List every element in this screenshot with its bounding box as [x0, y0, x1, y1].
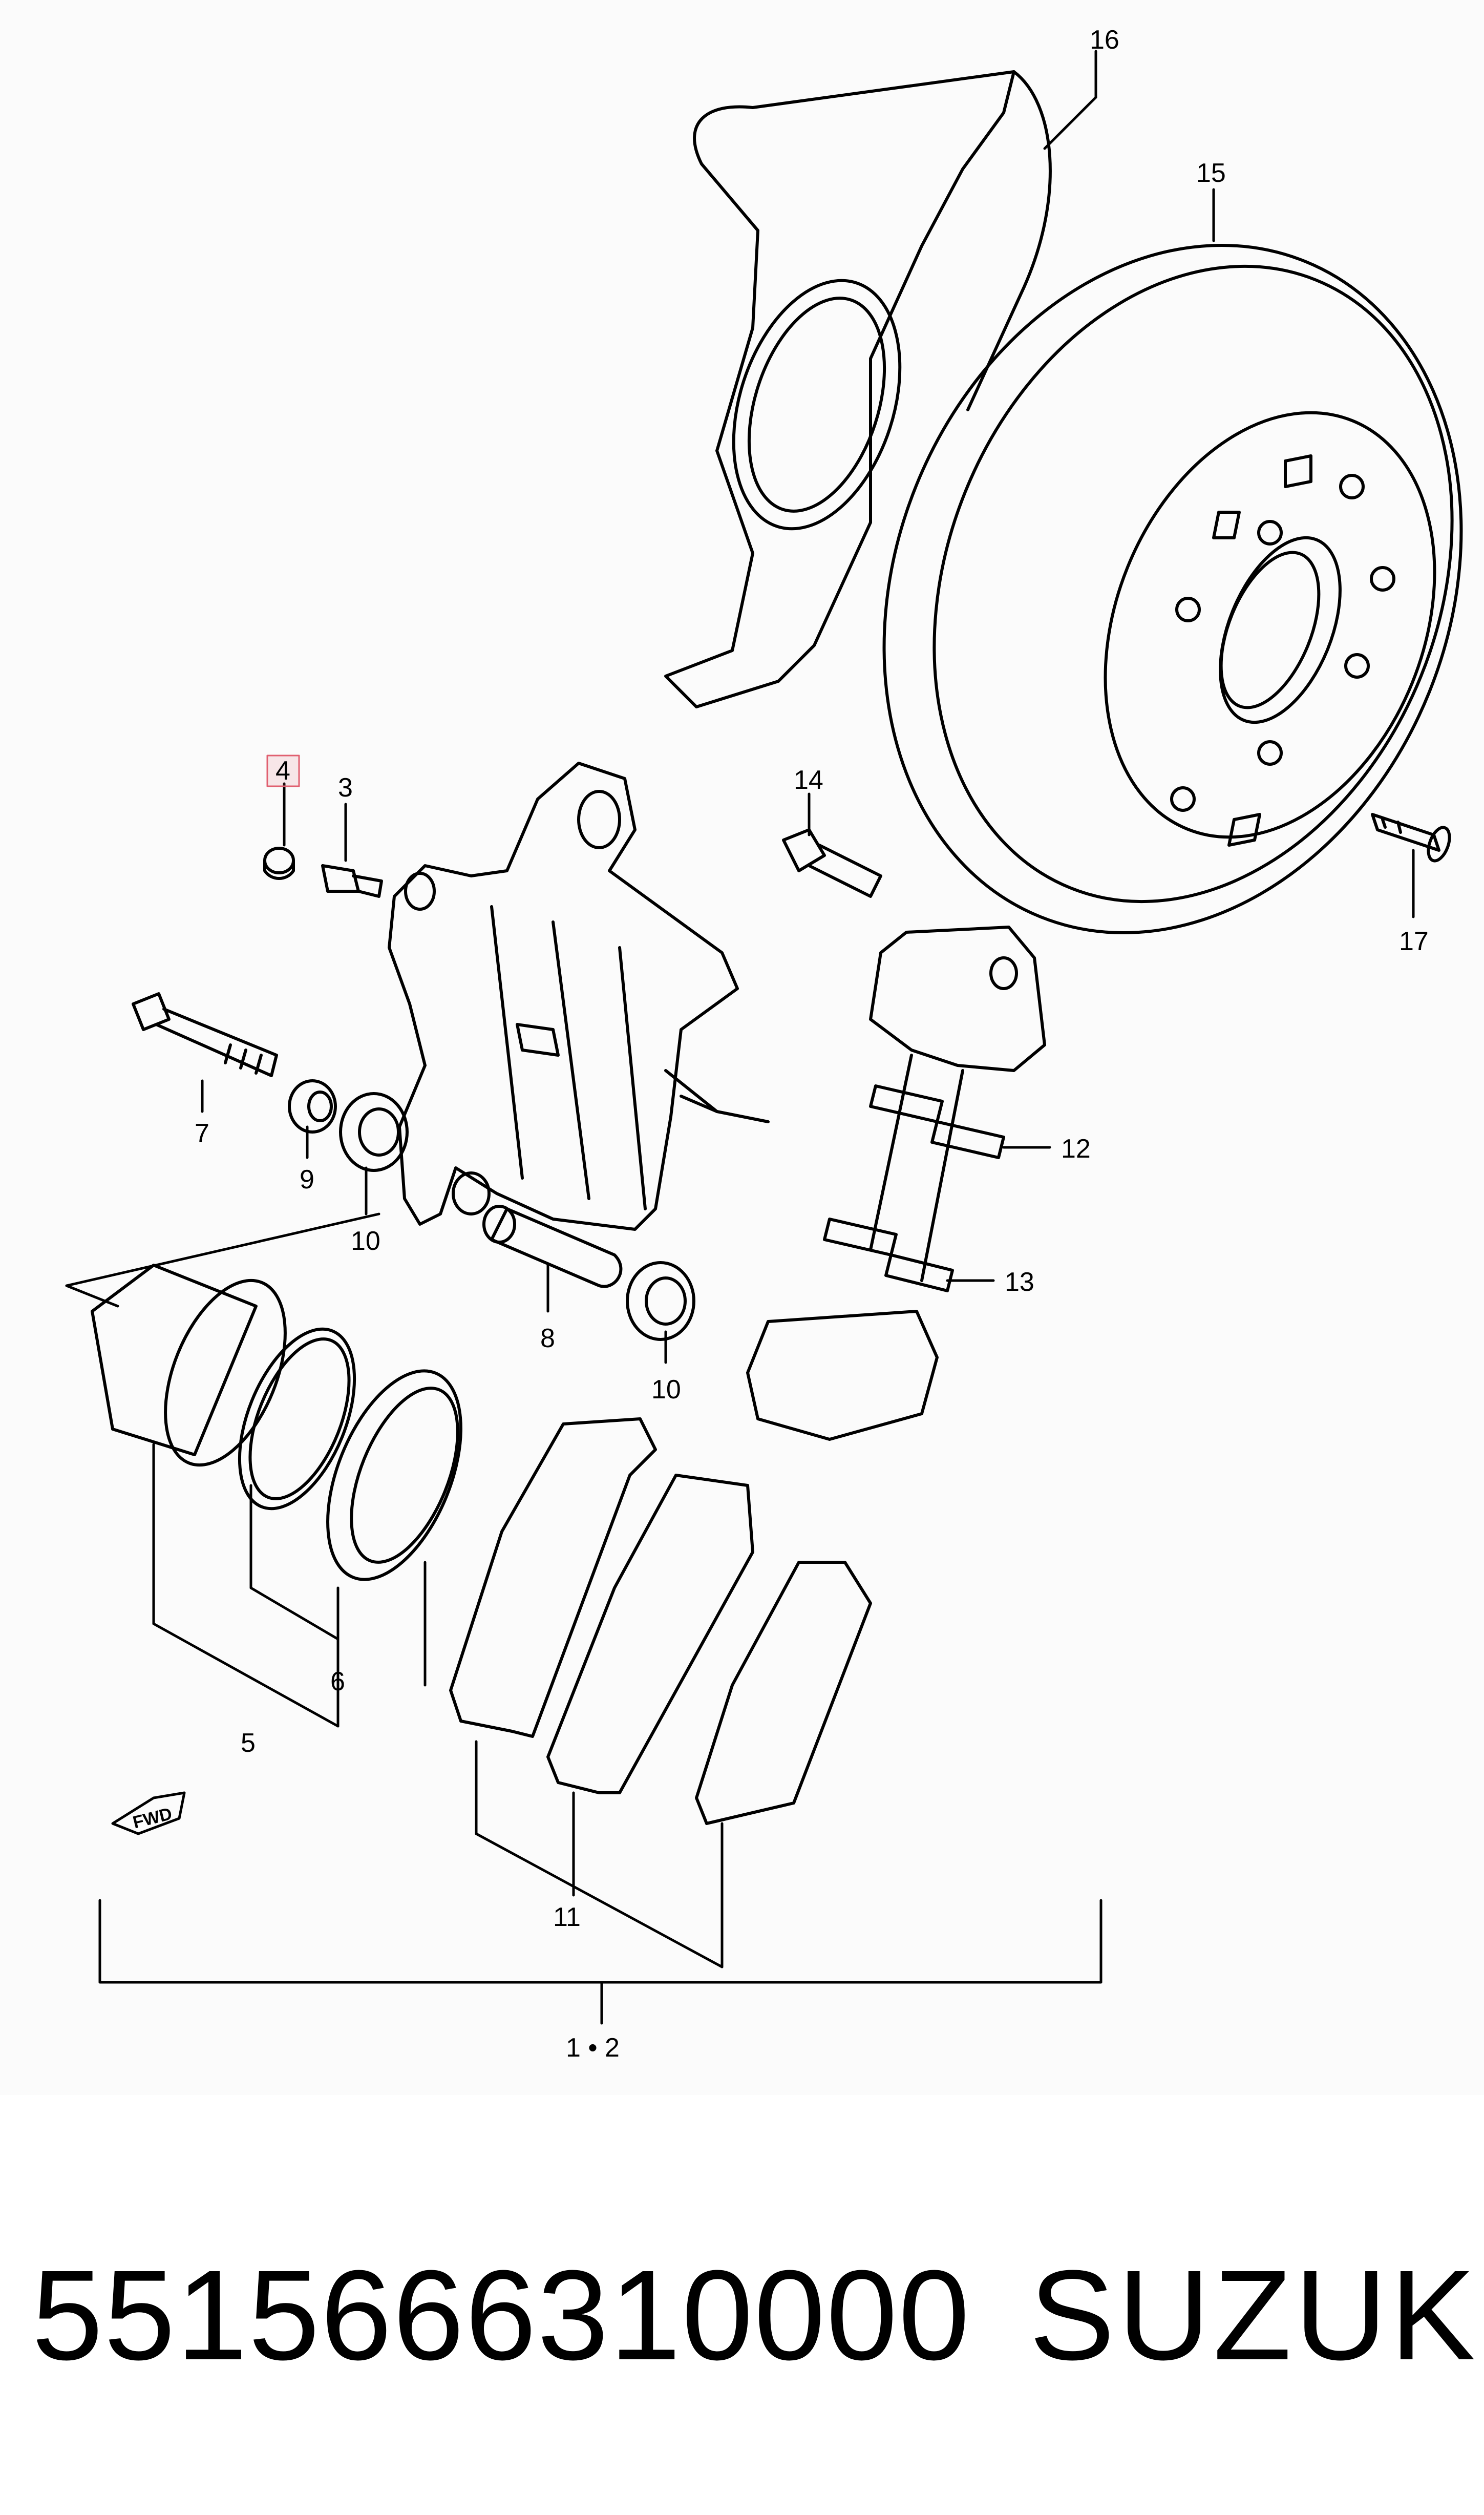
callout-14: 14 [794, 765, 823, 795]
dust-boot-lower [626, 1261, 695, 1341]
callout-9: 9 [300, 1165, 314, 1194]
callout-leader-lines [65, 50, 1415, 2025]
piston [91, 1264, 287, 1467]
callout-17: 17 [1399, 927, 1429, 956]
brake-assembly-diagram: FWD [65, 25, 1463, 2063]
brake-disc [882, 244, 1463, 934]
forward-direction-arrow: FWD [111, 1791, 186, 1835]
anti-squeal-shim [695, 1561, 872, 1825]
disc-screw [1371, 813, 1451, 863]
guide-bolt [132, 992, 278, 1077]
guide-bushing [288, 1079, 337, 1134]
caliper-body [388, 762, 770, 1231]
callout-10-upper: 10 [351, 1226, 380, 1256]
piston-boot [326, 1369, 462, 1581]
brand-name: SUZUKI [1029, 2244, 1484, 2386]
pad-clip-upper [869, 1084, 1005, 1159]
callout-7: 7 [195, 1119, 209, 1148]
callout-1-2: 1 • 2 [566, 2033, 620, 2063]
callout-labels: 16 15 17 4 3 14 7 9 10 8 10 12 13 6 5 11… [195, 25, 1429, 2063]
callout-4: 4 [275, 756, 290, 786]
piston-seal [238, 1327, 356, 1511]
callout-5: 5 [241, 1728, 256, 1758]
callout-10-lower: 10 [651, 1375, 681, 1405]
callout-4-highlight [266, 754, 300, 787]
bracket-bolt [782, 828, 882, 898]
caliper-bracket [746, 926, 1046, 1441]
callout-3: 3 [338, 773, 353, 803]
bleeder-screw [321, 864, 383, 898]
callout-12: 12 [1061, 1134, 1091, 1164]
callout-6: 6 [330, 1667, 345, 1696]
dust-shield [664, 70, 1052, 708]
brake-pad-inner [546, 1474, 754, 1794]
pad-clip-lower [823, 1218, 954, 1292]
callout-11: 11 [553, 1902, 581, 1932]
guide-pin [482, 1205, 623, 1288]
dust-boot-upper [339, 1092, 409, 1172]
part-number: 5515666310000 [32, 2244, 971, 2386]
bleeder-cap [263, 847, 295, 880]
callout-8: 8 [540, 1324, 555, 1353]
diagram-area [0, 0, 1484, 2095]
callout-16: 16 [1090, 25, 1119, 55]
brake-pad-outer [449, 1417, 657, 1738]
callout-13: 13 [1005, 1267, 1034, 1297]
callout-15: 15 [1196, 158, 1226, 188]
